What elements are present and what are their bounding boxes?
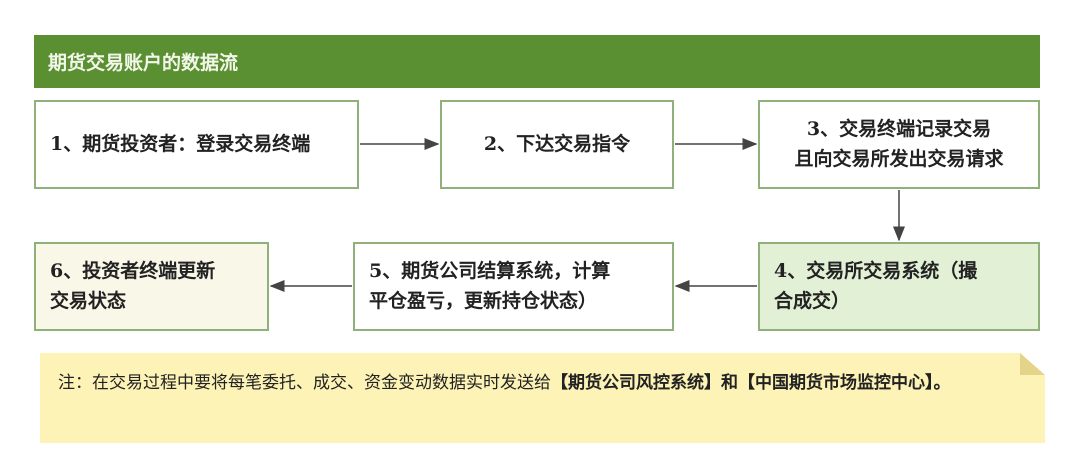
step-4-line1: 4、交易所交易系统（撮 xyxy=(774,260,978,283)
step-3-line2: 且向交易所发出交易请求 xyxy=(794,147,1004,170)
step-4-line2: 合成交） xyxy=(774,289,851,312)
diagram-title: 期货交易账户的数据流 xyxy=(34,35,1040,88)
step-2-text: 2、下达交易指令 xyxy=(483,132,631,155)
step-4-box: 4、交易所交易系统（撮合成交） xyxy=(758,242,1040,331)
step-6-box: 6、投资者终端更新交易状态 xyxy=(34,242,269,331)
note-box: 注：在交易过程中要将每笔委托、成交、资金变动数据实时发送给【期货公司风控系统】和… xyxy=(40,353,1045,443)
step-1-box: 1、期货投资者：登录交易终端 xyxy=(34,100,359,189)
note-text: 注：在交易过程中要将每笔委托、成交、资金变动数据实时发送给 xyxy=(58,373,551,393)
step-2-box: 2、下达交易指令 xyxy=(440,100,674,189)
step-6-line2: 交易状态 xyxy=(50,289,127,312)
step-5-line1: 5、期货公司结算系统，计算 xyxy=(369,260,611,283)
step-3-box: 3、交易终端记录交易且向交易所发出交易请求 xyxy=(758,100,1040,189)
step-5-box: 5、期货公司结算系统，计算平仓盈亏，更新持仓状态） xyxy=(353,242,674,331)
step-6-line1: 6、投资者终端更新 xyxy=(50,260,216,283)
step-1-text: 1、期货投资者：登录交易终端 xyxy=(50,132,311,155)
step-5-line2: 平仓盈亏，更新持仓状态） xyxy=(369,289,598,312)
step-3-line1: 3、交易终端记录交易 xyxy=(806,118,992,141)
note-bold-text: 【期货公司风控系统】和【中国期货市场监控中心】。 xyxy=(551,373,951,393)
